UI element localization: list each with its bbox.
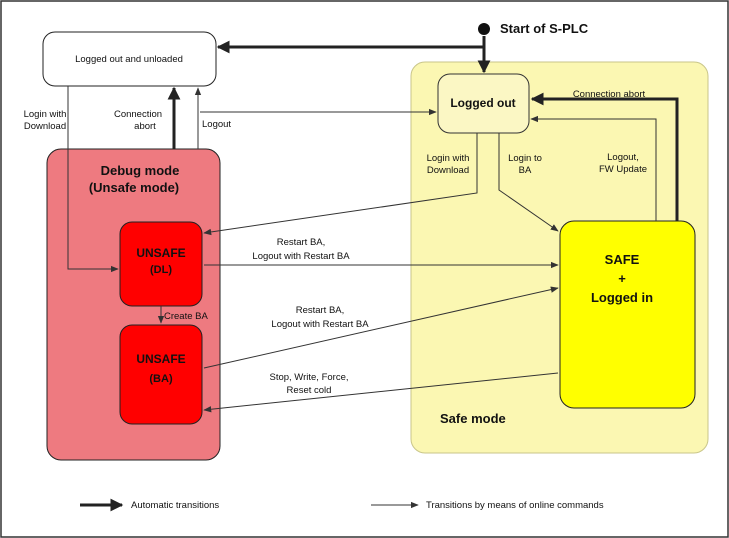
state-safe-logged-in-label: Logged in — [591, 290, 653, 305]
state-safe-title: SAFE — [605, 252, 640, 267]
label-logout-left: Logout — [202, 119, 231, 130]
label-login-to-ba-2: BA — [519, 165, 532, 176]
transition-labels: Login with Download Connection abort Log… — [24, 89, 647, 396]
label-restart-ba-1-1: Restart BA, — [277, 237, 326, 248]
automatic-transitions — [167, 36, 679, 221]
legend-online-label: Transitions by means of online commands — [426, 500, 604, 511]
label-logout-fw-update-2: FW Update — [599, 164, 647, 175]
legend-automatic-label: Automatic transitions — [131, 500, 219, 511]
state-unsafe-ba-sub: (BA) — [149, 373, 173, 385]
label-login-with-download-mid-1: Login with — [427, 153, 470, 164]
unsafe-mode-label: (Unsafe mode) — [89, 180, 179, 195]
label-login-with-download-left-1: Login with — [24, 109, 67, 120]
arrow-safe-connection-abort — [530, 92, 679, 221]
state-unsafe-dl-title: UNSAFE — [136, 246, 185, 260]
label-connection-abort-right: Connection abort — [573, 89, 646, 100]
state-logged-out-unloaded-label: Logged out and unloaded — [75, 54, 183, 65]
state-logged-out — [437, 73, 530, 134]
arrow-stop-write-force — [203, 372, 559, 413]
arrow-restart-ba-2 — [203, 286, 559, 369]
legend: Automatic transitions Transitions by mea… — [80, 498, 604, 512]
state-safe-plus: + — [618, 271, 626, 286]
arrow-login-with-download-mid — [203, 133, 478, 236]
label-stop-write-force-2: Reset cold — [287, 385, 332, 396]
state-safe-logged-in — [559, 220, 696, 409]
arrow-login-with-download-left — [67, 86, 119, 273]
start-label: Start of S-PLC — [500, 21, 589, 36]
label-login-with-download-mid-2: Download — [427, 165, 469, 176]
state-unsafe-dl-sub: (DL) — [150, 264, 172, 276]
label-login-with-download-left-2: Download — [24, 121, 66, 132]
start-node — [478, 23, 490, 35]
label-connection-abort-left-1: Connection — [114, 109, 162, 120]
label-login-to-ba-1: Login to — [508, 153, 542, 164]
label-create-ba: Create BA — [164, 311, 208, 322]
label-logout-fw-update-1: Logout, — [607, 152, 639, 163]
debug-mode-label: Debug mode — [101, 163, 180, 178]
label-stop-write-force-1: Stop, Write, Force, — [269, 372, 348, 383]
label-connection-abort-left-2: abort — [134, 121, 156, 132]
state-logged-out-unloaded — [42, 31, 217, 87]
state-unsafe-ba-title: UNSAFE — [136, 352, 185, 366]
state-unsafe-ba — [119, 324, 203, 425]
online-transitions — [67, 86, 657, 413]
safe-mode-label: Safe mode — [440, 411, 506, 426]
label-restart-ba-1-2: Logout with Restart BA — [252, 251, 350, 262]
label-restart-ba-2-2: Logout with Restart BA — [271, 319, 369, 330]
state-logged-out-label: Logged out — [450, 96, 515, 110]
arrow-login-to-ba — [498, 133, 559, 232]
label-restart-ba-2-1: Restart BA, — [296, 305, 345, 316]
arrow-logout-fw-update — [530, 115, 657, 221]
